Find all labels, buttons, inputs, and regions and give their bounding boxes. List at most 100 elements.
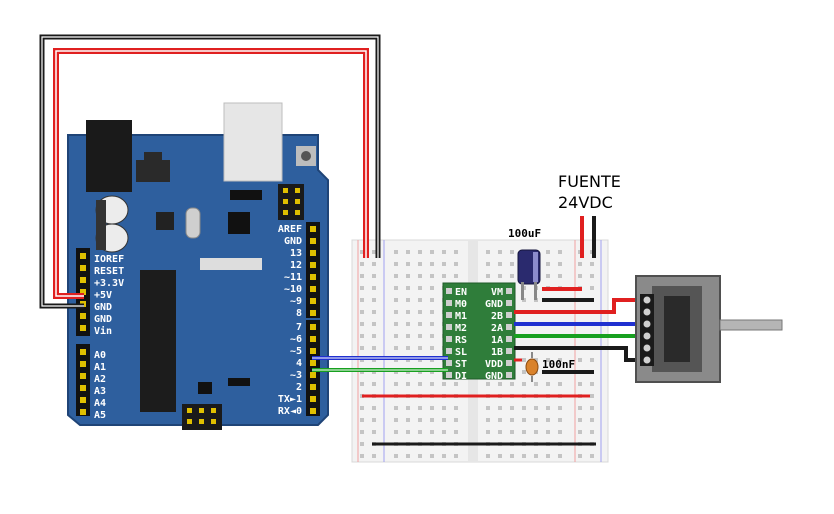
breadboard-hole <box>430 430 434 434</box>
header-pin <box>80 409 86 415</box>
breadboard-hole <box>406 298 410 302</box>
breadboard-hole <box>578 454 582 458</box>
header-pin <box>310 274 316 280</box>
breadboard-hole <box>578 262 582 266</box>
header-pin <box>80 385 86 391</box>
breadboard-hole <box>372 286 376 290</box>
arduino-pin-label: +3.3V <box>94 278 124 289</box>
breadboard-hole <box>360 334 364 338</box>
breadboard-hole <box>406 382 410 386</box>
breadboard-hole <box>558 418 562 422</box>
breadboard-hole <box>590 358 594 362</box>
driver-pin <box>446 324 452 330</box>
breadboard-hole <box>558 430 562 434</box>
breadboard-hole <box>558 406 562 410</box>
icsp-header-bottom <box>182 404 222 430</box>
header-pin <box>310 324 316 330</box>
driver-pin <box>446 360 452 366</box>
wire-coil-2b-red <box>514 298 650 314</box>
breadboard-hole <box>430 382 434 386</box>
breadboard-hole <box>418 310 422 314</box>
breadboard-hole <box>372 406 376 410</box>
breadboard-hole <box>454 430 458 434</box>
driver-pin <box>506 372 512 378</box>
breadboard-hole <box>578 430 582 434</box>
breadboard-hole <box>510 262 514 266</box>
breadboard-hole <box>510 454 514 458</box>
header-pin <box>80 253 86 259</box>
breadboard-hole <box>394 250 398 254</box>
breadboard-hole <box>558 454 562 458</box>
breadboard-hole <box>558 358 562 362</box>
driver-pin-label-left: M2 <box>455 323 467 334</box>
breadboard-hole <box>546 406 550 410</box>
arduino-pin-label: 7 <box>296 322 302 333</box>
header-pin <box>310 336 316 342</box>
icsp-pin <box>283 199 288 204</box>
breadboard-hole <box>442 454 446 458</box>
icsp-pin <box>199 408 204 413</box>
breadboard-hole <box>372 310 376 314</box>
breadboard-hole <box>360 454 364 458</box>
breadboard-hole <box>590 274 594 278</box>
breadboard-hole <box>394 454 398 458</box>
driver-pin-label-left: SL <box>455 347 467 358</box>
driver-pin <box>506 336 512 342</box>
arduino-pin-label: ~9 <box>290 296 302 307</box>
breadboard-hole <box>406 262 410 266</box>
breadboard-hole <box>406 286 410 290</box>
breadboard-hole <box>546 454 550 458</box>
breadboard-hole <box>372 454 376 458</box>
breadboard-hole <box>360 346 364 350</box>
icsp-pin <box>199 419 204 424</box>
breadboard-hole <box>394 298 398 302</box>
breadboard-hole <box>498 406 502 410</box>
driver-pin-label-left: ST <box>455 359 467 370</box>
breadboard-hole <box>510 406 514 410</box>
breadboard-hole <box>360 250 364 254</box>
breadboard-hole <box>418 418 422 422</box>
breadboard-hole <box>394 406 398 410</box>
breadboard-hole <box>360 430 364 434</box>
driver-pin <box>506 360 512 366</box>
driver-pin <box>506 300 512 306</box>
arduino-pin-label: ~5 <box>290 346 302 357</box>
arduino-pin-label: ~11 <box>284 272 302 283</box>
icsp-pin <box>211 419 216 424</box>
arduino-pin-label: +5V <box>94 290 112 301</box>
breadboard-hole <box>546 250 550 254</box>
motor-shaft <box>719 319 783 331</box>
header-pin <box>80 313 86 319</box>
arduino-pin-label: 4 <box>296 358 302 369</box>
breadboard-hole <box>454 274 458 278</box>
usb-connector <box>223 102 283 182</box>
breadboard-hole <box>534 430 538 434</box>
breadboard-hole <box>430 334 434 338</box>
icsp-pin <box>295 210 300 215</box>
driver-pin <box>446 336 452 342</box>
breadboard-hole <box>418 382 422 386</box>
arduino-pin-label: 12 <box>290 260 302 271</box>
breadboard-hole <box>486 454 490 458</box>
breadboard-hole <box>534 406 538 410</box>
header-pin <box>310 372 316 378</box>
driver-pin <box>506 288 512 294</box>
breadboard-hole <box>498 250 502 254</box>
power-supply-label-line2: 24VDC <box>558 193 613 212</box>
stepper-motor <box>635 275 783 383</box>
breadboard-hole <box>430 262 434 266</box>
breadboard-hole <box>394 418 398 422</box>
breadboard-hole <box>546 382 550 386</box>
breadboard-hole <box>486 382 490 386</box>
breadboard-hole <box>442 406 446 410</box>
icsp-pin <box>295 199 300 204</box>
arduino-pin-label: ~10 <box>284 284 302 295</box>
header-pin <box>310 298 316 304</box>
arduino-pin-label: Vin <box>94 325 112 337</box>
arduino-pin-label: A1 <box>94 362 106 373</box>
breadboard-hole <box>372 298 376 302</box>
driver-pin-label-right: 2A <box>491 323 503 334</box>
